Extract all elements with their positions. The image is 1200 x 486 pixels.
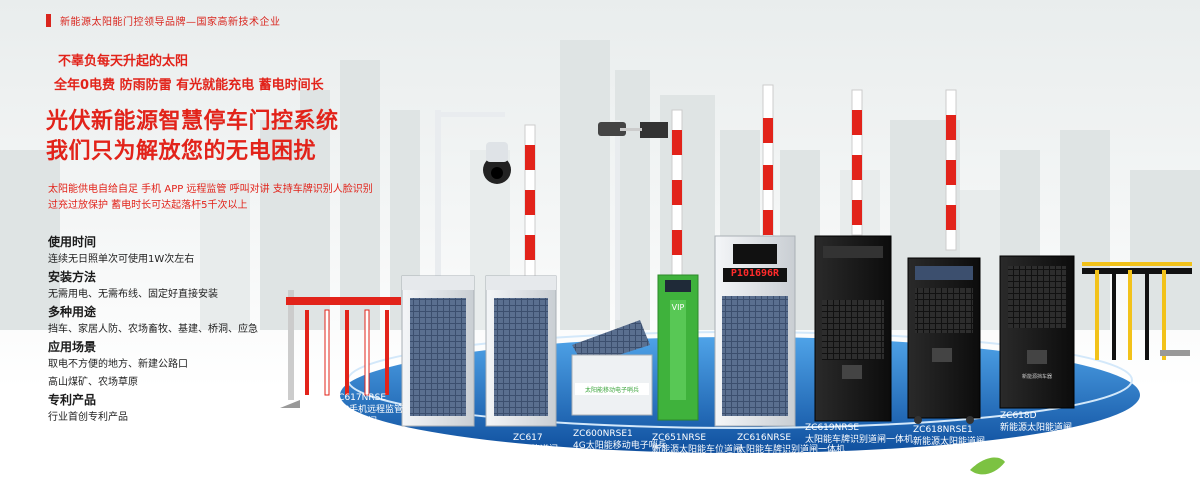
mobile-sentinel-zc600nrse1 bbox=[571, 320, 653, 416]
fence-barrier-right bbox=[1082, 262, 1192, 360]
barrier-arm-red-white bbox=[524, 124, 536, 291]
hero-subtitle: 我们只为解放您的无电困扰 bbox=[46, 139, 317, 164]
hero-features-line2: 过充过放保护 蓄电时长可达起落杆5千次以上 bbox=[48, 200, 248, 211]
product-label-zc651nrse: ZC651NRSE 新能源太阳能车位道闸 bbox=[652, 433, 743, 455]
spec-text-install: 无需用电、无需布线、固定好直接安装 bbox=[48, 289, 218, 300]
leaf-decoration bbox=[970, 457, 1005, 475]
spec-text-uses: 挡车、家居人防、农场畜牧、基建、桥洞、应急 bbox=[48, 324, 258, 335]
product-label-zc618d: ZC618D 新能源太阳能道闸 bbox=[1000, 411, 1073, 433]
product-label-zc618nrse1: ZC618NRSE1 新能源太阳能道闸 可移动式可折叠 bbox=[913, 425, 986, 459]
spec-text-scenarios-1: 取电不方便的地方、新建公路口 bbox=[48, 359, 188, 370]
sentinel-label: 太阳能移动电子哨兵 bbox=[585, 386, 639, 394]
spec-title-patent: 专利产品 bbox=[48, 393, 97, 407]
barrier-arm-red-white bbox=[762, 84, 774, 241]
cabinet-zc617 bbox=[485, 275, 557, 427]
hero-slogan: 不辜负每天升起的太阳 bbox=[58, 54, 189, 69]
cabinet-zc617nrse bbox=[401, 275, 475, 427]
cabinet-zc618nrse1 bbox=[907, 257, 981, 424]
cabinet-brand-label: 新能源挡车器 bbox=[1022, 373, 1052, 380]
cabinet-zc618d bbox=[999, 255, 1075, 409]
product-label-zc617: ZC617 太阳能道闸 bbox=[513, 433, 559, 455]
fence-barrier-left bbox=[280, 290, 401, 408]
spec-title-install: 安装方法 bbox=[48, 270, 97, 284]
product-label-zc616nrse: ZC616NRSE 太阳能车牌识别道闸一体机 bbox=[737, 433, 846, 455]
spec-title-usage-time: 使用时间 bbox=[48, 235, 97, 249]
plate-number-display: P101696R bbox=[731, 268, 780, 279]
camera-light-pole bbox=[598, 120, 668, 320]
barrier-arm-red-white bbox=[851, 89, 863, 236]
hero-title: 光伏新能源智慧停车门控系统 bbox=[46, 109, 339, 134]
product-label-zc600nrse1: ZC600NRSE1 4G太阳能移动电子哨兵 bbox=[573, 429, 667, 451]
header-tagline: 新能源太阳能门控领导品牌—国家高新技术企业 bbox=[60, 17, 281, 28]
dome-camera-pole bbox=[435, 110, 511, 280]
spec-title-uses: 多种用途 bbox=[48, 305, 97, 319]
header-accent-bar bbox=[46, 14, 51, 27]
barrier-arm-red-white bbox=[945, 89, 957, 251]
spec-text-patent: 行业首创专利产品 bbox=[48, 412, 128, 423]
cabinet-zc619nrse bbox=[814, 235, 892, 422]
cabinet-zc616nrse bbox=[714, 235, 796, 427]
hero-benefits: 全年0电费 防雨防雷 有光就能充电 蓄电时间长 bbox=[54, 78, 324, 93]
product-label-zc617nrse: ZC617NRSE APP手机远程监管 太阳能道闸 bbox=[332, 393, 404, 427]
vip-bollard-zc651nrse bbox=[657, 274, 699, 421]
product-label-zc619nrse: ZC619NRSE 太阳能车牌识别道闸一体机 bbox=[805, 423, 914, 445]
barrier-arm-red-white bbox=[671, 109, 683, 281]
vip-label: VIP bbox=[672, 303, 685, 312]
spec-title-scenarios: 应用场景 bbox=[48, 340, 97, 354]
spec-text-scenarios-2: 高山煤矿、农场草原 bbox=[48, 377, 138, 388]
spec-text-usage-time: 连续无日照单次可使用1W次左右 bbox=[48, 254, 195, 265]
hero-features-line1: 太阳能供电自给自足 手机 APP 远程监管 呼叫对讲 支持车牌识别人脸识别 bbox=[48, 184, 373, 195]
